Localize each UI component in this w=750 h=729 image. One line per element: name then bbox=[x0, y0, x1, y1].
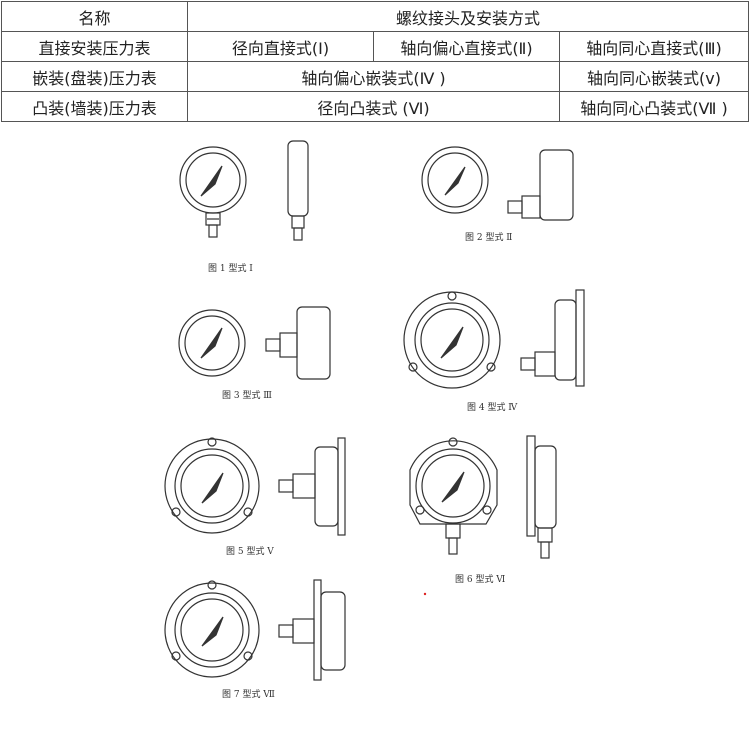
type-cell: 径向凸装式 (Ⅵ) bbox=[187, 91, 560, 122]
table-row: 嵌装(盘装)压力表 轴向偏心嵌装式(Ⅳ ) 轴向同心嵌装式(v) bbox=[1, 61, 750, 92]
red-dot-mark bbox=[423, 592, 427, 596]
figure-3-gauge-side bbox=[265, 306, 331, 380]
figure-2-caption: 图 2 型式 Ⅱ bbox=[465, 231, 512, 243]
figure-2-gauge-side bbox=[507, 149, 574, 221]
figure-7-gauge-front bbox=[164, 580, 260, 678]
header-method-cell: 螺纹接头及安装方式 bbox=[186, 1, 750, 32]
figure-3-caption: 图 3 型式 Ⅲ bbox=[222, 389, 272, 401]
figure-4-gauge-front bbox=[403, 291, 501, 389]
row-name-cell: 嵌装(盘装)压力表 bbox=[1, 61, 188, 92]
figure-5-gauge-side bbox=[278, 437, 346, 536]
figure-7-gauge-side bbox=[278, 579, 346, 681]
table-row: 直接安装压力表 径向直接式(I) 轴向偏心直接式(Ⅱ) 轴向同心直接式(Ⅲ) bbox=[1, 31, 750, 62]
table-header-row: 名称 螺纹接头及安装方式 bbox=[1, 1, 750, 32]
figure-4-caption: 图 4 型式 Ⅳ bbox=[467, 401, 518, 413]
figure-3-gauge-front bbox=[178, 309, 246, 377]
type-cell: 轴向同心直接式(Ⅲ) bbox=[558, 31, 750, 62]
type-cell: 轴向同心凸装式(Ⅶ ) bbox=[558, 91, 750, 122]
mounting-type-table: 名称 螺纹接头及安装方式 直接安装压力表 径向直接式(I) 轴向偏心直接式(Ⅱ)… bbox=[1, 1, 750, 122]
figure-6-gauge-front bbox=[409, 437, 498, 555]
figure-7-caption: 图 7 型式 Ⅶ bbox=[222, 688, 275, 700]
figure-5-gauge-front bbox=[164, 437, 260, 534]
figure-5-caption: 图 5 型式 Ⅴ bbox=[226, 545, 274, 557]
figure-6-gauge-side bbox=[526, 435, 557, 559]
figure-1-gauge-front bbox=[179, 146, 247, 238]
row-name-cell: 凸装(墙装)压力表 bbox=[1, 91, 188, 122]
type-cell: 轴向同心嵌装式(v) bbox=[558, 61, 750, 92]
figure-2-gauge-front bbox=[421, 146, 489, 214]
type-cell: 轴向偏心嵌装式(Ⅳ ) bbox=[187, 61, 560, 92]
figure-6-caption: 图 6 型式 Ⅵ bbox=[455, 573, 505, 585]
figure-1-caption: 图 1 型式 Ⅰ bbox=[208, 262, 253, 274]
table-row: 凸装(墙装)压力表 径向凸装式 (Ⅵ) 轴向同心凸装式(Ⅶ ) bbox=[1, 91, 750, 122]
figure-4-gauge-side bbox=[520, 289, 585, 387]
type-cell: 径向直接式(I) bbox=[187, 31, 374, 62]
figure-1-gauge-side bbox=[287, 140, 309, 241]
header-name-cell: 名称 bbox=[1, 1, 188, 32]
